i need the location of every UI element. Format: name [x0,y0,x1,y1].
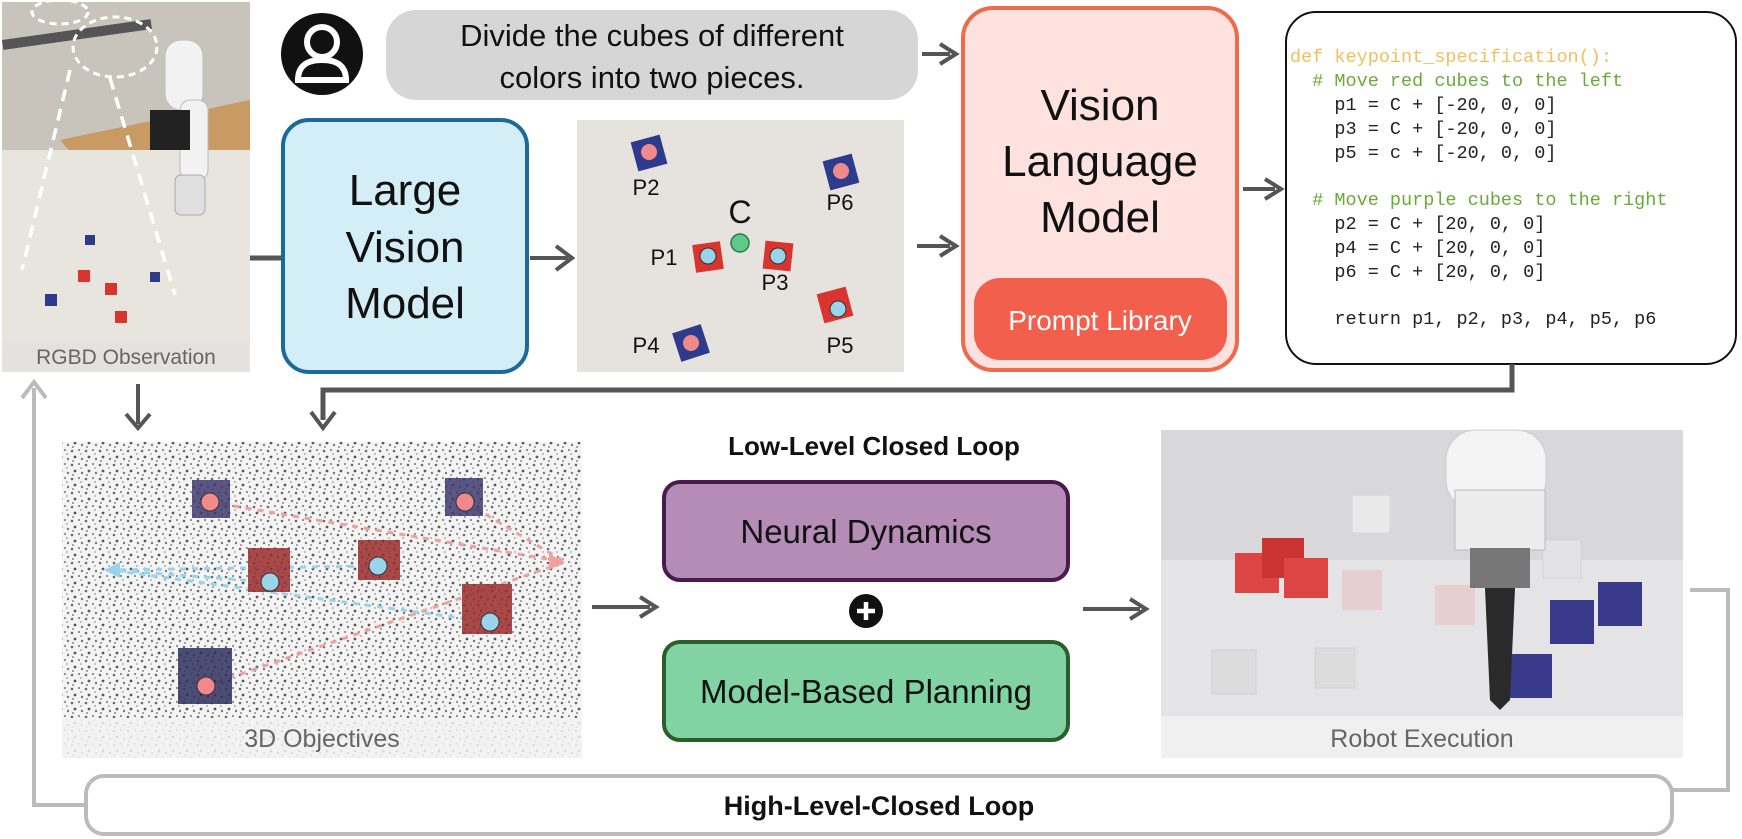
objectives-caption: 3D Objectives [244,725,400,753]
code-to-objectives-connector [320,364,1515,420]
instruction-line-1: Divide the cubes of different [460,18,844,53]
rgbd-caption: RGBD Observation [36,346,216,369]
keypoint-label-p6: P6 [827,190,854,215]
code-line-2: # Move red cubes to the left [1290,71,1623,92]
robot-caption: Robot Execution [1330,725,1513,753]
vlm-line-1: Vision [1040,81,1159,130]
instruction-bubble [386,10,918,100]
vlm-line-2: Language [1002,137,1198,186]
user-avatar-icon [281,13,363,95]
prompt-library-box [974,278,1227,360]
arrow-lvm-to-keypoints [530,244,576,272]
plus-icon [849,594,883,628]
lvm-line-2: Vision [345,223,464,272]
arrow-rgbd-to-objectives [124,384,152,432]
keypoint-label-p2: P2 [633,175,660,200]
model-based-planning-box [662,640,1070,742]
prompt-library-label: Prompt Library [1008,305,1192,336]
lvm-line-1: Large [349,166,462,215]
arrow-objectives-to-low-level [592,595,660,619]
rgbd-observation-panel: RGBD Observation [2,0,250,372]
code-line-10: return p1, p2, p3, p4, p5, p6 [1290,309,1656,330]
keypoint-label-center: C [728,194,751,230]
keypoint-label-p5: P5 [827,333,854,358]
neural-dynamics-box [662,480,1070,582]
high-level-loop-left-line [32,388,86,807]
arrow-instruction-to-vlm [922,42,960,66]
instruction-line-2: colors into two pieces. [500,60,805,95]
code-line-9: p6 = C + [20, 0, 0] [1290,262,1545,283]
code-line-7: p2 = C + [20, 0, 0] [1290,214,1545,235]
large-vision-model-box [281,118,529,374]
keypoint-label-p1: P1 [651,245,678,270]
code-line-1: def keypoint_specification(): [1290,47,1612,68]
keypoint-label-p3: P3 [762,270,789,295]
low-level-loop-title: Low-Level Closed Loop [728,431,1020,461]
code-line-3: p1 = C + [-20, 0, 0] [1290,95,1556,116]
arrow-vlm-to-code [1243,177,1285,201]
keypoint-image-panel: P2 P6 C P1 P3 P5 P4 [577,120,904,372]
neural-dynamics-label: Neural Dynamics [740,513,991,550]
code-listing: def keypoint_specification(): # Move red… [1290,47,1667,330]
high-level-loop-right-line [1672,588,1730,792]
model-based-planning-label: Model-Based Planning [700,673,1032,710]
code-line-4: p3 = C + [-20, 0, 0] [1290,119,1556,140]
lvm-line-3: Model [345,279,465,328]
code-line-5: p5 = c + [-20, 0, 0] [1290,143,1556,164]
keypoint-label-p4: P4 [633,333,660,358]
vlm-line-3: Model [1040,193,1160,242]
3d-objectives-panel: 3D Objectives [62,442,582,758]
arrow-low-level-to-robot [1083,597,1150,621]
code-line-8: p4 = C + [20, 0, 0] [1290,238,1545,259]
code-line-6: # Move purple cubes to the right [1290,190,1667,211]
arrow-keypoints-to-vlm [917,234,960,258]
robot-execution-panel: Robot Execution [1161,429,1683,758]
high-level-loop-title: High-Level-Closed Loop [724,791,1035,821]
